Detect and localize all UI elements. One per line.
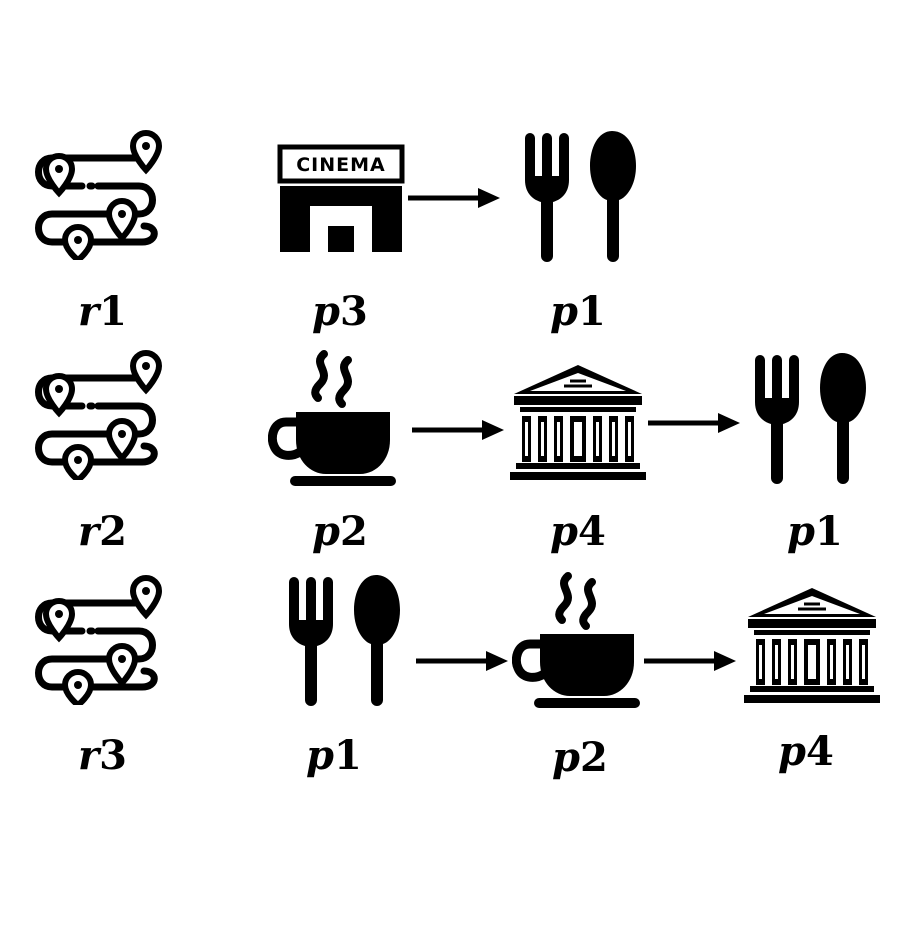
place-letter: p (778, 728, 806, 775)
place-letter: p (552, 734, 580, 781)
place-label-p2: p2 (312, 512, 368, 552)
coffee-cup-icon (268, 350, 398, 490)
fork-spoon-icon (750, 350, 870, 485)
place-label-p3: p3 (312, 292, 368, 332)
place-number: 2 (339, 508, 368, 555)
place-label-p4: p4 (550, 512, 606, 552)
cinema-icon: CINEMA (276, 144, 406, 254)
route-icon (26, 130, 166, 260)
place-letter: p (306, 732, 334, 779)
route-letter: r (78, 732, 100, 779)
museum-icon (508, 362, 648, 482)
route-label-r3: r3 (78, 736, 127, 776)
place-label-p1: p1 (787, 512, 843, 552)
route-icon (26, 575, 166, 705)
place-label-p4: p4 (778, 732, 834, 772)
route-label-r2: r2 (78, 512, 127, 552)
fork-spoon-icon (520, 128, 640, 263)
place-number: 3 (339, 288, 368, 335)
place-label-p2: p2 (552, 738, 608, 778)
route-number: 1 (99, 288, 127, 335)
place-number: 2 (579, 734, 608, 781)
place-letter: p (550, 288, 578, 335)
place-number: 4 (577, 508, 606, 555)
fork-spoon-icon (284, 572, 404, 707)
place-label-p1: p1 (306, 736, 362, 776)
route-letter: r (78, 508, 100, 555)
route-label-r1: r1 (78, 292, 127, 332)
museum-icon (742, 585, 882, 705)
route-icon (26, 350, 166, 480)
arrow-right-icon (412, 420, 504, 440)
place-label-p1: p1 (550, 292, 606, 332)
route-number: 2 (99, 508, 127, 555)
arrow-right-icon (408, 188, 500, 208)
place-number: 1 (577, 288, 606, 335)
place-letter: p (312, 508, 340, 555)
arrow-right-icon (648, 413, 740, 433)
place-number: 1 (814, 508, 843, 555)
place-letter: p (787, 508, 815, 555)
route-letter: r (78, 288, 100, 335)
place-number: 4 (805, 728, 834, 775)
place-letter: p (550, 508, 578, 555)
coffee-cup-icon (512, 572, 642, 712)
arrow-right-icon (416, 651, 508, 671)
cinema-sign-text: CINEMA (296, 154, 386, 176)
arrow-right-icon (644, 651, 736, 671)
place-letter: p (312, 288, 340, 335)
place-number: 1 (333, 732, 362, 779)
route-number: 3 (99, 732, 127, 779)
